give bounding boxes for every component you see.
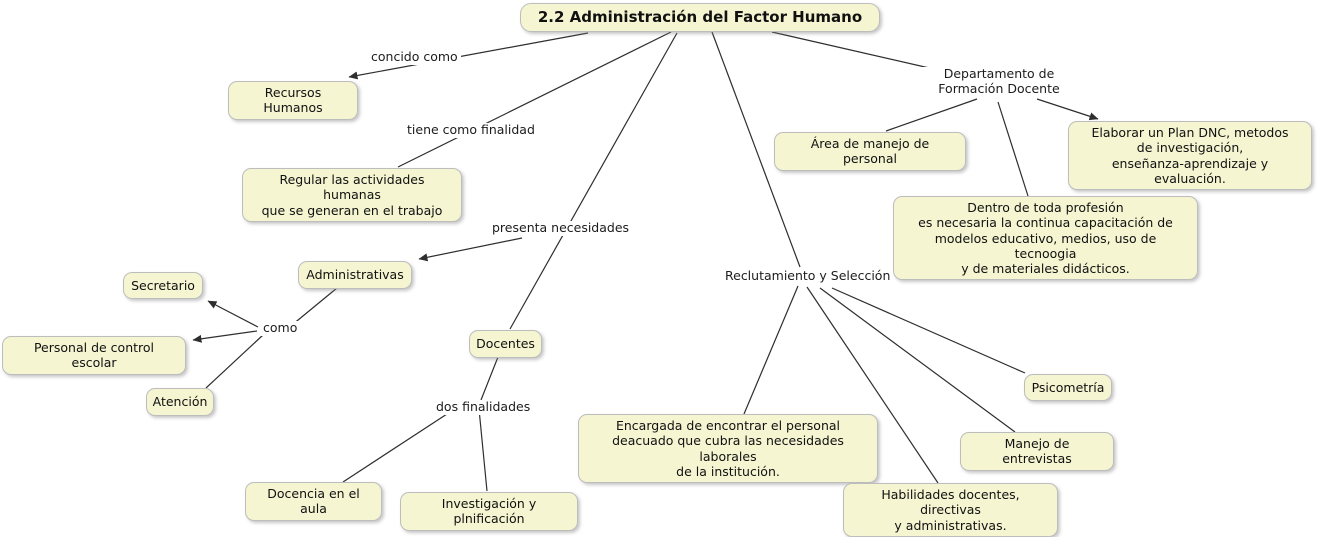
link-reclutamiento-seleccion[interactable]: Reclutamiento y Selección — [722, 268, 894, 284]
concept-secretario[interactable]: Secretario — [123, 272, 203, 299]
link-dos-finalidades[interactable]: dos finalidades — [433, 399, 534, 415]
concept-atencion[interactable]: Atención — [146, 388, 214, 416]
concept-area-manejo-personal[interactable]: Área de manejo de personal — [774, 132, 966, 171]
edge-dosfinalidades-investigacion — [478, 408, 488, 492]
edge-reclutamiento-psicometria — [831, 287, 1026, 374]
link-concido-como[interactable]: concido como — [368, 49, 461, 65]
edge-title-departamento — [771, 31, 939, 71]
concept-personal-control-escolar[interactable]: Personal de control escolar — [2, 336, 186, 375]
edge-title-regular — [397, 31, 672, 168]
concept-docentes[interactable]: Docentes — [469, 330, 542, 358]
link-tiene-como-finalidad[interactable]: tiene como finalidad — [404, 122, 538, 138]
concept-regular-actividades[interactable]: Regular las actividades humanas que se g… — [242, 168, 462, 222]
concept-docencia-aula[interactable]: Docencia en el aula — [245, 482, 382, 521]
edge-departamento-elaborar — [1036, 98, 1099, 121]
concept-elaborar-plan-dnc[interactable]: Elaborar un Plan DNC, metodos de investi… — [1068, 121, 1312, 190]
concept-investigacion-planificacion[interactable]: Investigación y plnificación — [400, 492, 578, 531]
concept-administrativas[interactable]: Administrativas — [298, 261, 412, 289]
edge-docentes-dosfinalidades — [480, 356, 499, 401]
edge-reclutamiento-habilidades — [806, 286, 939, 484]
edge-como-personal — [192, 330, 258, 343]
link-como[interactable]: como — [260, 320, 301, 336]
edge-departamento-dentro — [997, 101, 1029, 197]
concept-habilidades-docentes[interactable]: Habilidades docentes, directivas y admin… — [843, 483, 1058, 537]
link-departamento-formacion-docente[interactable]: Departamento de Formación Docente — [922, 66, 1076, 97]
concept-title[interactable]: 2.2 Administración del Factor Humano — [520, 3, 880, 32]
link-presenta-necesidades[interactable]: presenta necesidades — [489, 220, 633, 236]
concept-encargada-personal[interactable]: Encargada de encontrar el personal deacu… — [578, 414, 878, 483]
concept-psicometria[interactable]: Psicometría — [1024, 374, 1112, 401]
edge-title-reclutamiento — [711, 31, 801, 268]
edge-dosfinalidades-docencia — [342, 413, 448, 483]
edge-title-docentes — [509, 32, 678, 330]
edge-administrativas-como — [291, 287, 338, 326]
edge-presenta-administrativas — [418, 237, 523, 262]
edge-como-secretario — [207, 300, 259, 328]
edge-reclutamiento-manejo — [819, 287, 1016, 433]
concept-recursos-humanos[interactable]: Recursos Humanos — [228, 81, 358, 120]
edge-como-atencion — [205, 334, 264, 389]
concept-manejo-entrevistas[interactable]: Manejo de entrevistas — [960, 432, 1114, 471]
edge-reclutamiento-encargada — [743, 285, 799, 415]
edge-departamento-area — [885, 98, 978, 132]
concept-capacitacion-profesion[interactable]: Dentro de toda profesión es necesaria la… — [893, 196, 1198, 281]
edge-title-recursos — [348, 32, 589, 80]
